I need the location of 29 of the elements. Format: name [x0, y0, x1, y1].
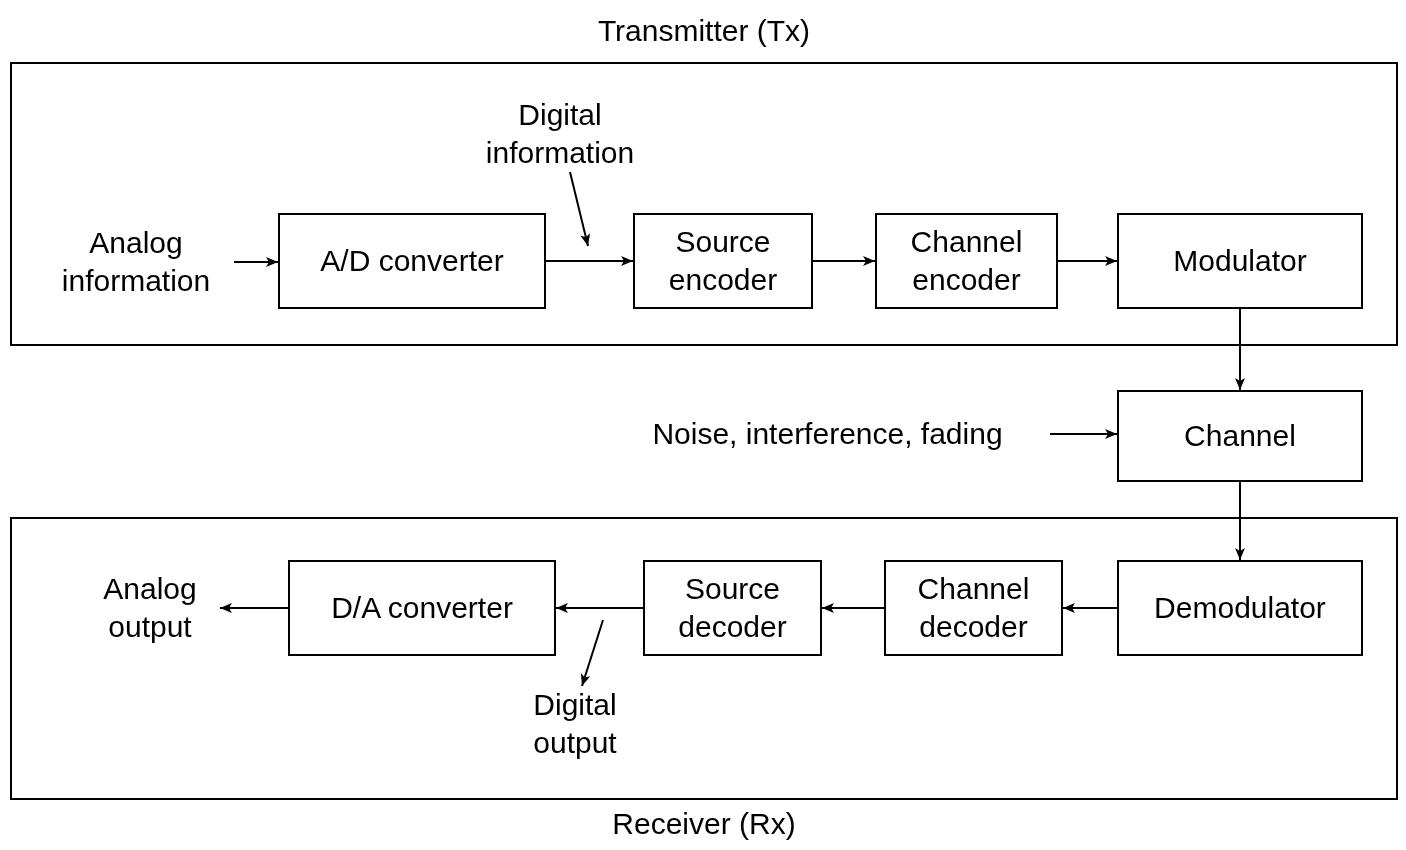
arrow [1235, 481, 1245, 561]
process-box: A/D converter [278, 213, 546, 309]
arrow [1235, 308, 1245, 391]
arrow [555, 603, 644, 613]
arrow [219, 603, 289, 613]
leader-line [580, 619, 604, 687]
arrow [1049, 429, 1118, 439]
arrow [1057, 256, 1118, 266]
arrow [821, 603, 885, 613]
group-title: Receiver (Rx) [612, 807, 796, 840]
arrow [545, 256, 634, 266]
input-label: Noise, interference, fading [605, 412, 1050, 456]
process-box: Demodulator [1117, 560, 1363, 656]
leader-line [569, 171, 590, 247]
process-box: D/A converter [288, 560, 556, 656]
signal-label: Digital information [462, 96, 658, 172]
process-box: Channel encoder [875, 213, 1058, 309]
process-box: Channel [1117, 390, 1363, 482]
group-title: Transmitter (Tx) [597, 14, 811, 47]
arrow [1062, 603, 1118, 613]
arrow [812, 256, 876, 266]
process-box: Modulator [1117, 213, 1363, 309]
process-box: Source decoder [643, 560, 822, 656]
process-box: Source encoder [633, 213, 813, 309]
output-label: Digital output [505, 686, 645, 762]
input-label: Analog information [38, 226, 234, 298]
process-box: Channel decoder [884, 560, 1063, 656]
arrow [233, 257, 279, 267]
output-label: Analog output [80, 572, 220, 644]
